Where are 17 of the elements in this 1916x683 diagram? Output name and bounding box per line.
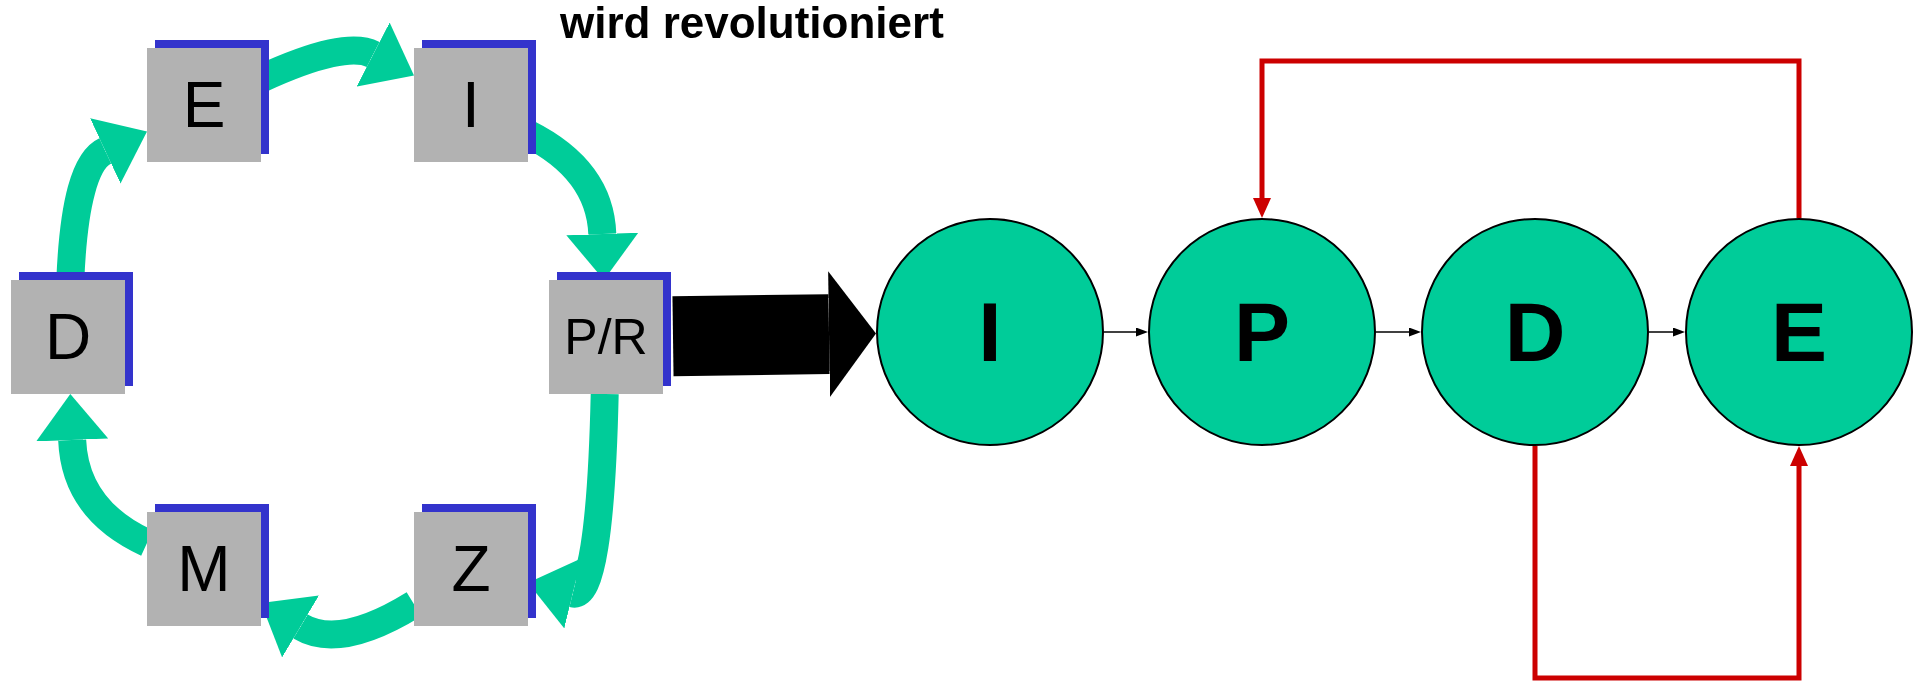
- step-letter: E: [182, 73, 226, 137]
- step-letter: D: [44, 305, 92, 369]
- phase-letter: D: [1504, 290, 1566, 374]
- step-letter: M: [177, 537, 231, 601]
- phase-letter: E: [1771, 290, 1827, 374]
- step-letter: Z: [451, 537, 491, 601]
- arrow: [1648, 327, 1685, 337]
- phase-letter: P: [1234, 290, 1290, 374]
- arrow: [1375, 327, 1421, 337]
- arrow: [672, 271, 876, 398]
- step-letter: P/R: [564, 312, 648, 362]
- step-letter: I: [462, 73, 480, 137]
- phase-letter: I: [978, 290, 1002, 374]
- arrow: [1103, 327, 1148, 337]
- arrow: [1532, 446, 1808, 681]
- arrow: [1253, 58, 1802, 218]
- title: wird revolutioniert: [560, 0, 944, 46]
